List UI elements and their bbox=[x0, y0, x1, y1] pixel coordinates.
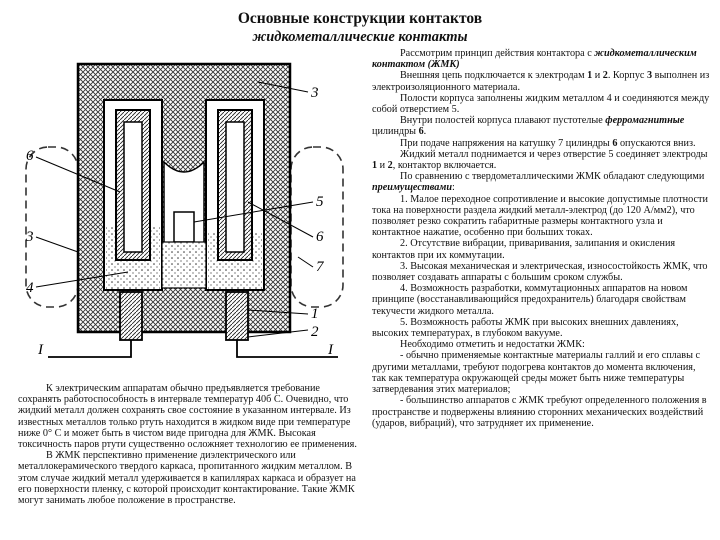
paragraph: Полости корпуса заполнены жидким металло… bbox=[372, 92, 710, 116]
paragraph: Внутри полостей корпуса плавают пустотел… bbox=[372, 115, 685, 138]
paragraph: При подаче напряжения на катушку 7 цилин… bbox=[400, 137, 696, 149]
label-i-left: I bbox=[37, 342, 44, 358]
hole-5 bbox=[161, 160, 207, 289]
label-5: 5 bbox=[316, 194, 324, 210]
right-text-column: Рассмотрим принцип действия контактора с… bbox=[372, 48, 712, 429]
paragraph: 5. Возможность работы ЖМК при высоких вн… bbox=[372, 316, 679, 340]
paragraph: 3. Высокая механическая и электрическая,… bbox=[372, 260, 708, 284]
left-text-column: К электрическим аппаратам обычно предъяв… bbox=[18, 383, 358, 506]
label-2: 2 bbox=[311, 324, 319, 340]
paragraph: По сравнению с твердометаллическими ЖМК … bbox=[372, 171, 705, 194]
paragraph: 1. Малое переходное сопротивление и высо… bbox=[372, 193, 708, 239]
label-6-right: 6 bbox=[316, 229, 324, 245]
paragraph: Жидкий металл поднимается и через отверс… bbox=[372, 148, 708, 172]
paragraph: 2. Отсутствие вибрации, приваривания, за… bbox=[372, 238, 676, 261]
paragraph: В ЖМК перспективно применение диэлектрич… bbox=[18, 450, 356, 507]
paragraph: 4. Возможность разработки, коммутационны… bbox=[372, 283, 688, 317]
paragraph: - обычно применяемые контактные материал… bbox=[372, 350, 701, 396]
left-cavity bbox=[103, 99, 163, 291]
label-3-left: 3 bbox=[25, 229, 34, 245]
right-cavity bbox=[205, 99, 265, 291]
paragraph: Рассмотрим принцип действия контактора с… bbox=[372, 48, 697, 71]
label-6-left: 6 bbox=[26, 148, 34, 164]
page-subtitle: жидкометаллические контакты bbox=[252, 29, 468, 45]
label-i-right: I bbox=[327, 342, 334, 358]
paragraph: - большинство аппаратов с ЖМК требуют оп… bbox=[372, 395, 707, 429]
label-3-top: 3 bbox=[310, 85, 319, 101]
label-1: 1 bbox=[311, 306, 319, 322]
label-4-left: 4 bbox=[26, 280, 34, 296]
label-7: 7 bbox=[316, 259, 325, 275]
page-title: Основные конструкции контактов bbox=[237, 10, 483, 27]
electrodes bbox=[48, 291, 338, 358]
contactor-diagram: 3 6 3 4 5 6 7 1 2 I I bbox=[25, 62, 344, 358]
paragraph: К электрическим аппаратам обычно предъяв… bbox=[18, 383, 357, 451]
paragraph: Необходимо отметить и недостатки ЖМК: bbox=[400, 339, 585, 351]
paragraph: Внешняя цепь подключается к электродам 1… bbox=[372, 70, 710, 93]
